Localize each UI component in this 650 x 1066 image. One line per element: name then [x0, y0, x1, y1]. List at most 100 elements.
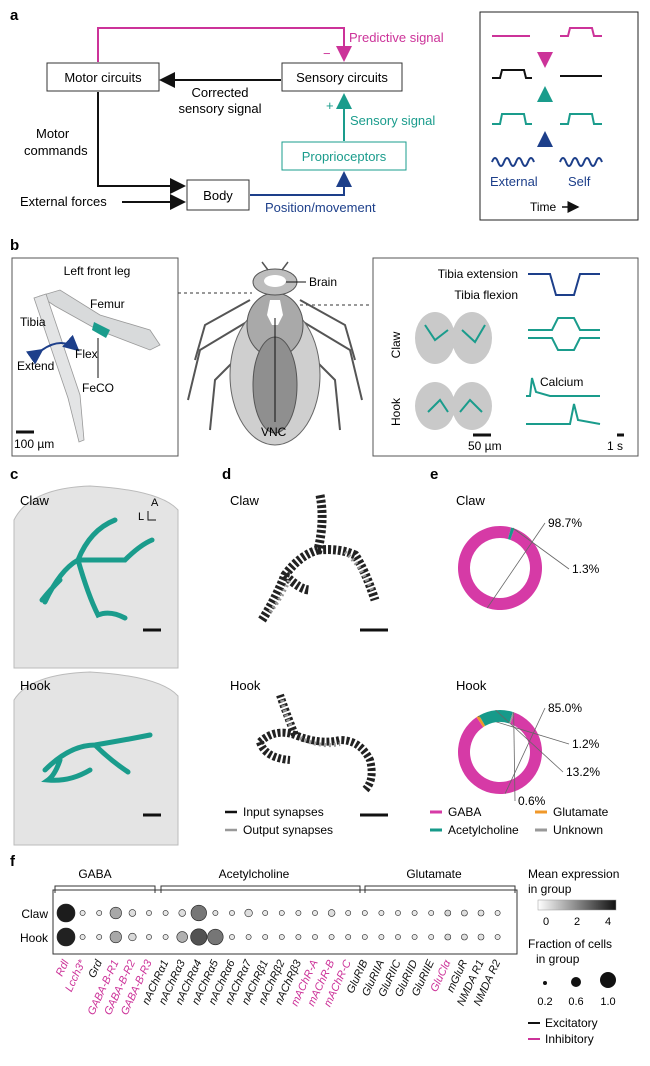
mean-tick-4: 4: [605, 916, 611, 928]
panel-f: f GABA Acetylcholine Glutamate Claw Hook…: [10, 853, 619, 1046]
claw-vnc-left: [415, 312, 455, 364]
extend-flex-arrow: [25, 334, 80, 365]
fraction-tick-0.6: 0.6: [568, 996, 583, 1008]
dot-claw: [327, 909, 336, 917]
leg-tibia-shape: [33, 293, 85, 443]
inset-external-label: External: [490, 174, 538, 189]
corrected-label-1: Corrected: [191, 85, 248, 100]
dot-claw: [96, 910, 103, 916]
panel-letter-f: f: [10, 853, 16, 870]
panel-letter-e: e: [430, 466, 438, 483]
calcium-label: Calcium: [540, 375, 583, 389]
dot-claw: [178, 909, 186, 917]
dot-claw: [411, 910, 418, 916]
axis-a-label: A: [151, 497, 159, 509]
position-line: [250, 171, 352, 196]
donut-slice-gaba: [458, 712, 543, 794]
hook-d-label: Hook: [230, 678, 261, 693]
self-sensory-trace: [560, 113, 602, 125]
proprioceptors-box: [281, 141, 407, 171]
fraction-dot-1.0: [600, 972, 616, 988]
fraction-dot-0.6: [571, 977, 581, 987]
donut-slice-acetylcholine: [479, 710, 513, 726]
dot-hook: [176, 931, 188, 943]
dot-claw: [262, 910, 269, 916]
donut-value-label: 98.7%: [548, 516, 582, 530]
donut-leader: [512, 527, 570, 570]
fraction-title-2: in group: [536, 952, 580, 966]
leg-title: Left front leg: [64, 264, 131, 278]
dot-hook: [146, 934, 152, 940]
motor-cmd-1: Motor: [36, 126, 70, 141]
fraction-tick-1.0: 1.0: [600, 996, 615, 1008]
axis-cross: [147, 511, 156, 521]
corrected-label-2: sensory signal: [178, 101, 261, 116]
mean-tick-0: 0: [543, 916, 549, 928]
dot-hook: [411, 934, 418, 940]
hook-synapse-output: [280, 699, 341, 748]
ext-wave-trace: [491, 157, 535, 167]
dot-hook: [461, 933, 468, 941]
fly-antennae: [261, 261, 289, 271]
dot-claw: [146, 910, 152, 916]
dot-hook: [79, 934, 86, 940]
predictive-loop-line: [97, 27, 352, 62]
dot-hook: [162, 934, 169, 940]
dot-claw: [428, 910, 435, 916]
dot-hook: [207, 928, 224, 946]
panel-letter-b: b: [10, 237, 19, 254]
mean-title-2: in group: [528, 882, 572, 896]
fly-legs: [187, 299, 363, 431]
hook-donut: 85.0%1.2%13.2%0.6%: [458, 701, 600, 808]
plus-sign: +: [326, 98, 334, 113]
dot-hook: [361, 934, 368, 940]
legend-unknown-label: Unknown: [553, 823, 603, 837]
leg-feco-mark: [92, 322, 110, 338]
motor-label: Motor circuits: [64, 70, 142, 85]
fly-drawing: Brain VNC: [178, 261, 372, 446]
hook-synapse-map: [256, 693, 376, 793]
predictive-label: Predictive signal: [349, 30, 444, 45]
femur-label: Femur: [90, 297, 125, 311]
dot-claw: [295, 910, 302, 916]
feco-label: FeCO: [82, 381, 114, 395]
recording-frame: [372, 257, 639, 457]
group-gaba-label: GABA: [78, 867, 111, 881]
dot-hook: [190, 928, 208, 946]
brain-label: Brain: [309, 275, 337, 289]
proprioceptors-label: Proprioceptors: [302, 149, 387, 164]
donut-leader: [513, 712, 516, 802]
body-box: [186, 179, 250, 211]
dotplot: RdlLcch3*GrdGABA-B-R1GABA-B-R2GABA-B-R3n…: [54, 903, 503, 1017]
legend-ach-label: Acetylcholine: [448, 823, 519, 837]
claw-synapse-map: [258, 494, 380, 623]
signal-inset: External Self Time: [479, 11, 639, 221]
dot-hook: [128, 932, 137, 942]
donut-slice-unknown: [509, 712, 515, 724]
claw-c-label: Claw: [20, 493, 50, 508]
hook-neuron-render: [41, 732, 153, 783]
hook-row-label: Hook: [389, 397, 403, 426]
inset-self-label: Self: [568, 174, 591, 189]
legend-gaba-label: GABA: [448, 805, 481, 819]
dot-hook: [96, 934, 103, 940]
group-ach-label: Acetylcholine: [219, 867, 290, 881]
hook-e-label: Hook: [456, 678, 487, 693]
dot-hook: [278, 934, 285, 940]
excitatory-label: Excitatory: [545, 1016, 598, 1030]
donut-value-label: 1.2%: [572, 737, 600, 751]
dot-hook: [477, 933, 485, 941]
dot-hook: [444, 933, 452, 941]
fraction-dot-0.2: [543, 981, 547, 985]
dot-claw: [244, 908, 253, 918]
dot-hook: [345, 934, 352, 940]
extend-label: Extend: [17, 359, 54, 373]
dot-claw: [444, 909, 452, 917]
leg-femur-shape: [39, 289, 161, 351]
donut-leader: [504, 707, 546, 794]
donut-value-label: 1.3%: [572, 562, 600, 576]
minus-sign: −: [323, 46, 331, 61]
ext-corrected-trace: [492, 69, 532, 79]
inset-box: [479, 11, 639, 221]
hook-vnc-render: [13, 671, 179, 846]
